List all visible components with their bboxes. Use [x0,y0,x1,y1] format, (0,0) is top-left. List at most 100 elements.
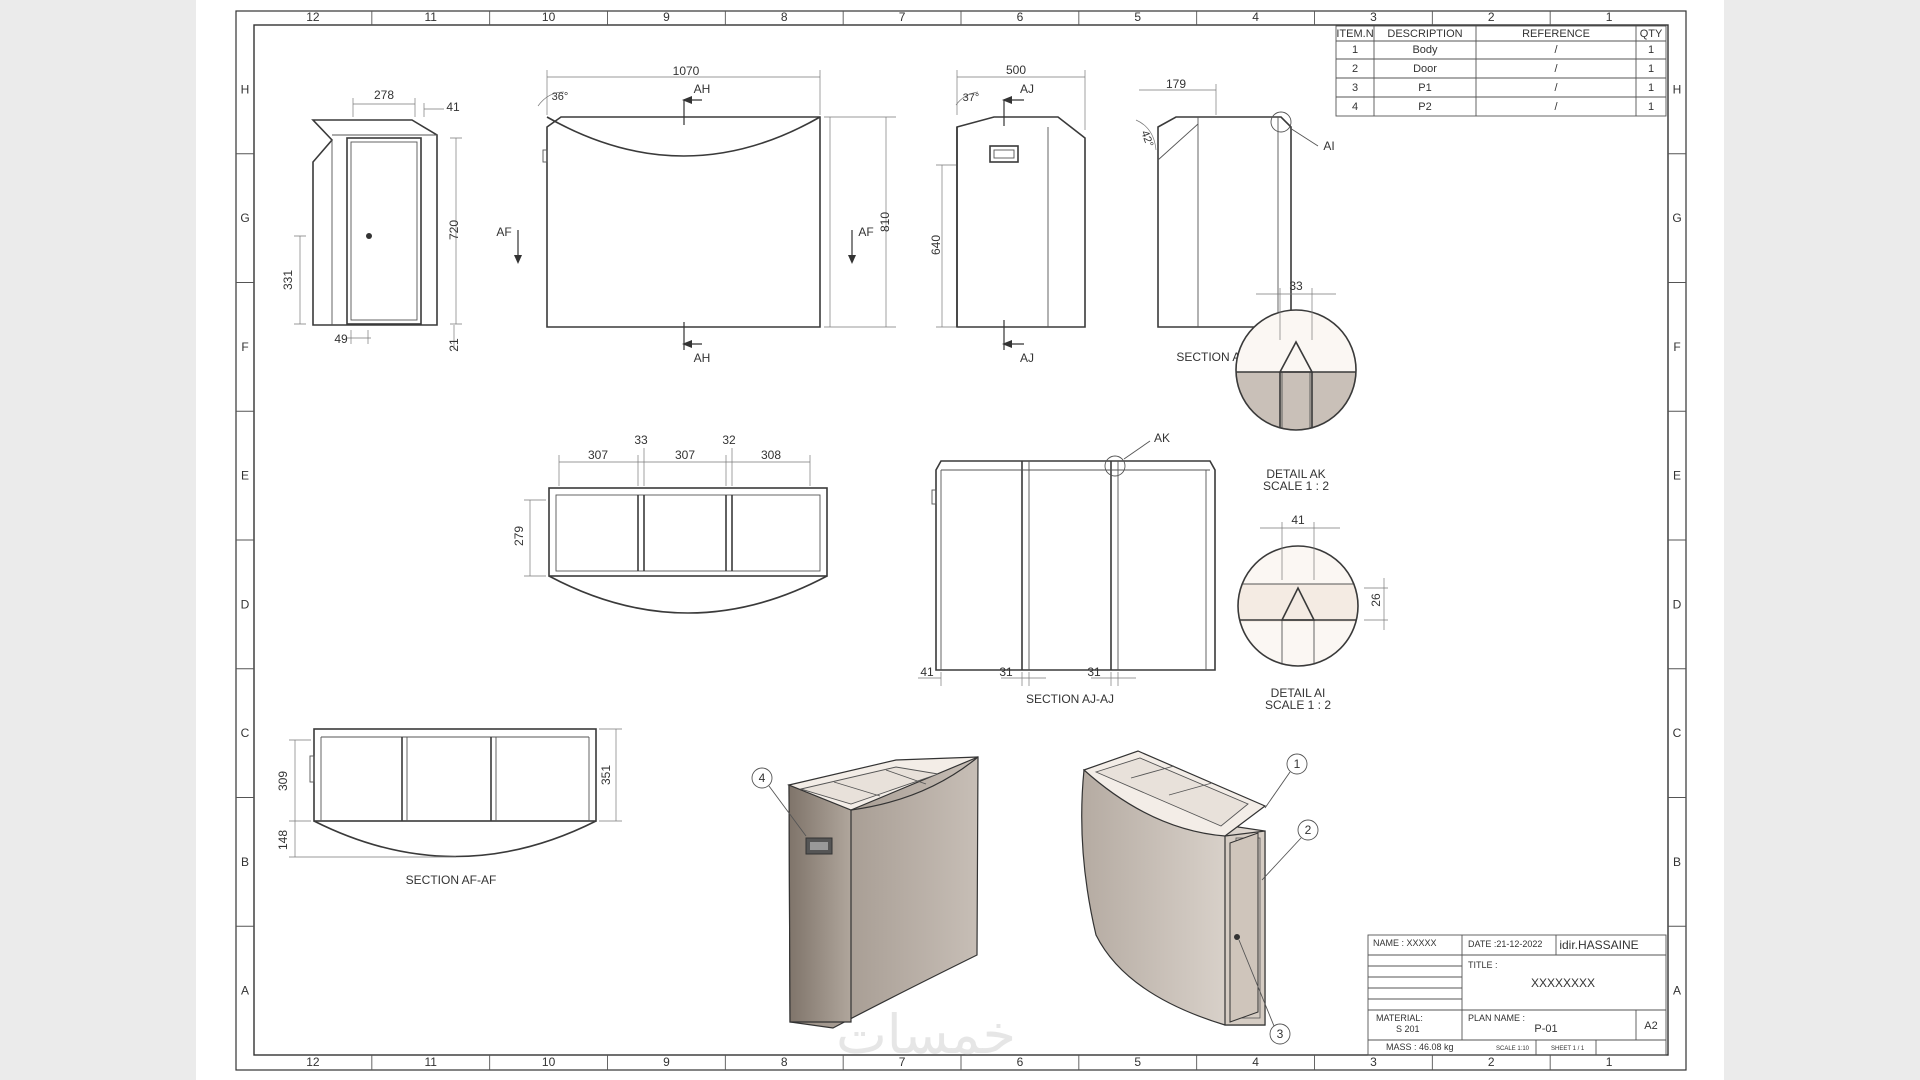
zone-col-top-8: 8 [781,10,788,24]
zone-row-right-C: C [1673,726,1682,740]
dim-42deg: 42° [1138,129,1155,149]
tb-title-value: XXXXXXXX [1531,976,1595,990]
zone-col-top-12: 12 [306,10,320,24]
zone-row-right-B: B [1673,855,1681,869]
section-aj-top: AJ [1020,82,1034,96]
detail-ak-view: 33 DETAIL AK SCALE 1 : 2 [1235,279,1357,493]
bom-cell-r2-c3: / [1554,63,1558,75]
dim-1070: 1070 [673,64,700,78]
zone-col-top-1: 1 [1606,10,1613,24]
section-af-view: 309 148 351 SECTION AF-AF [276,728,622,887]
dim-500: 500 [1006,63,1026,77]
bom-cell-r3-c4: 1 [1648,82,1654,94]
zone-row-left-C: C [241,726,250,740]
zone-col-bottom-2: 2 [1488,1055,1495,1069]
door-knob-icon [366,233,372,239]
zone-row-left-H: H [241,82,250,96]
zone-col-top-6: 6 [1017,10,1024,24]
section-af-left: AF [496,225,511,239]
zone-col-top-10: 10 [542,10,556,24]
section-ah-top: AH [694,82,711,96]
dim-33-detail: 33 [1289,279,1303,293]
bom-header-qty: QTY [1640,28,1663,40]
zone-row-left-F: F [241,340,248,354]
tb-date: DATE :21-12-2022 [1468,939,1542,949]
tb-plan-label: PLAN NAME : [1468,1013,1525,1023]
bom-cell-r4-c4: 1 [1648,101,1654,113]
dim-41: 41 [446,100,460,114]
detail-ai-scale: SCALE 1 : 2 [1265,698,1331,712]
dim-148: 148 [276,830,290,850]
bom-header-item: ITEM.N [1336,28,1373,40]
bom-cell-r2-c4: 1 [1648,63,1654,75]
dim-37deg: 37° [963,92,980,104]
tb-plan-value: P-01 [1534,1023,1557,1035]
detail-ak-scale: SCALE 1 : 2 [1263,479,1329,493]
bom-cell-r1-c3: / [1554,44,1558,56]
watermark: خمسات [836,1003,1016,1066]
zone-col-top-7: 7 [899,10,906,24]
door-knob-icon [1234,934,1240,940]
balloon-4: 4 [759,771,766,785]
zone-col-bottom-7: 7 [899,1055,906,1069]
dim-179: 179 [1166,77,1186,91]
tb-name: NAME : XXXXX [1373,938,1437,948]
dim-307-b: 307 [675,448,695,462]
zone-col-top-5: 5 [1134,10,1141,24]
zone-col-bottom-8: 8 [781,1055,788,1069]
side-view-right: 500 37° 640 AJ AJ [929,63,1086,365]
zone-row-right-D: D [1673,597,1682,611]
dim-307-a: 307 [588,448,608,462]
zone-row-left-G: G [240,211,249,225]
balloon-3: 3 [1277,1027,1284,1041]
top-view: 307 33 307 32 308 279 [512,433,828,614]
tb-material-label: MATERIAL: [1376,1013,1423,1023]
dim-308: 308 [761,448,781,462]
detail-ai-view: 41 26 DETAIL AI SCALE 1 : 2 [1237,513,1388,712]
dim-36deg: 36° [552,91,569,103]
detail-ak-title: DETAIL AK [1266,467,1325,481]
bom-cell-r2-c1: 2 [1352,63,1358,75]
tb-sheet: SHEET 1 / 1 [1551,1046,1585,1052]
dim-810: 810 [878,212,892,232]
isometric-view-right: 1 2 3 [1081,750,1319,1045]
section-af-title: SECTION AF-AF [406,873,497,887]
bom-cell-r3-c2: P1 [1418,82,1431,94]
zone-row-right-E: E [1673,469,1681,483]
bom-cell-r1-c2: Body [1412,44,1438,56]
zone-col-top-9: 9 [663,10,670,24]
bom-cell-r4-c3: / [1554,101,1558,113]
dim-31-b: 31 [1087,665,1101,679]
zone-row-right-F: F [1673,340,1680,354]
tb-author: idir.HASSAINE [1559,938,1638,952]
zone-row-left-E: E [241,469,249,483]
section-ah-bottom: AH [694,351,711,365]
side-view-left: 278 41 720 331 49 21 [281,88,462,352]
zone-row-left-D: D [241,597,250,611]
zone-col-bottom-4: 4 [1252,1055,1259,1069]
bom-table: ITEM.N DESCRIPTION REFERENCE QTY 1 Body / 1… [1335,25,1667,117]
zone-col-bottom-9: 9 [663,1055,670,1069]
balloon-2: 2 [1305,823,1312,837]
section-aj-title: SECTION AJ-AJ [1026,692,1114,706]
zone-col-bottom-5: 5 [1134,1055,1141,1069]
bom-cell-r3-c3: / [1554,82,1558,94]
zone-col-bottom-3: 3 [1370,1055,1377,1069]
dim-309: 309 [276,771,290,791]
dim-279: 279 [512,526,526,546]
dim-278: 278 [374,88,394,102]
dim-331: 331 [281,270,295,290]
tb-material-value: S 201 [1396,1024,1420,1034]
dim-33: 33 [634,433,648,447]
bom-header-reference: REFERENCE [1522,28,1590,40]
tb-scale: SCALE 1:10 [1496,1046,1530,1052]
dim-26-detail: 26 [1369,593,1383,607]
zone-col-top-4: 4 [1252,10,1259,24]
tb-title-label: TITLE : [1468,960,1498,970]
bom-header-description: DESCRIPTION [1387,28,1462,40]
bom-cell-r2-c2: Door [1413,63,1437,75]
callout-ak: AK [1154,431,1170,445]
